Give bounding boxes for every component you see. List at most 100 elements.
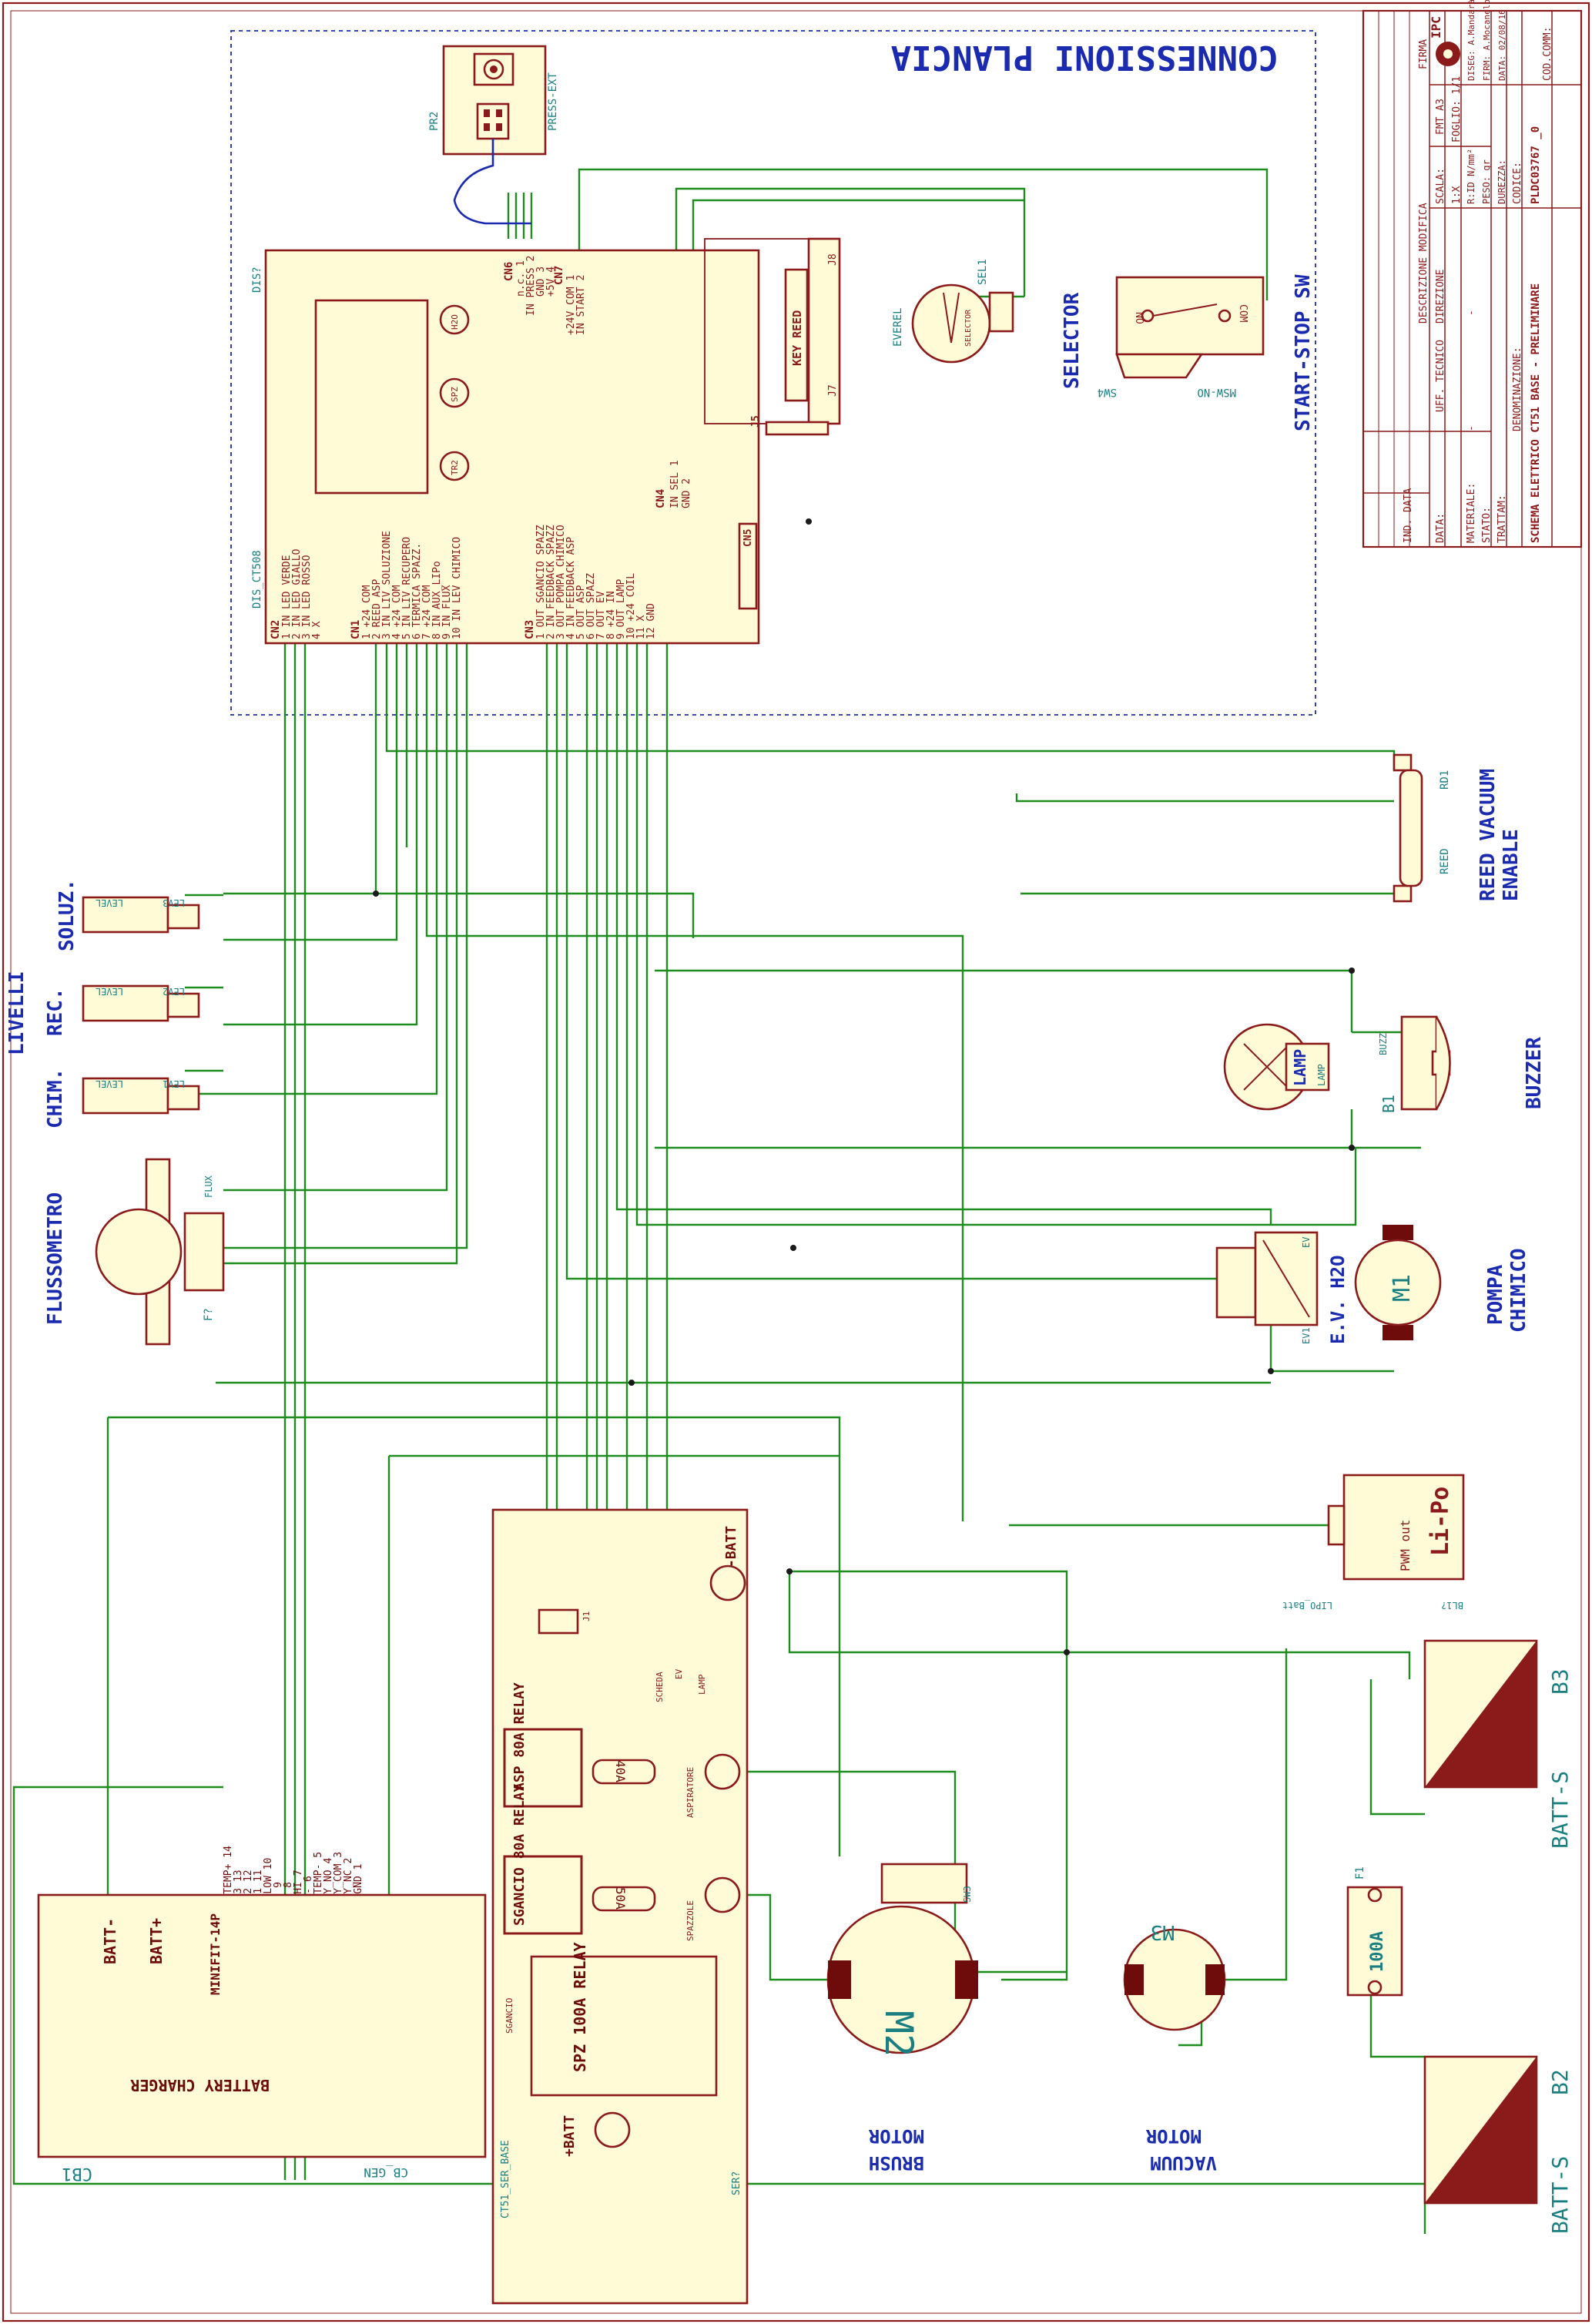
- j8-label: J8: [827, 253, 839, 266]
- msw-no-label: MSW-NO: [1197, 386, 1236, 398]
- cn1-title: CN1: [350, 620, 362, 639]
- tb-trattam: TRATTAM:: [1496, 495, 1508, 543]
- tb-foglio: FOGLIO: 1/1: [1451, 76, 1463, 143]
- tb-codice-val: PLDC03767 _0: [1530, 126, 1542, 204]
- b1-label: B1: [1379, 1095, 1398, 1113]
- cn3-pin: 7 OUT EV: [595, 591, 607, 639]
- lipo-batt-label: LIPO_Batt: [1282, 1600, 1332, 1611]
- tb-stato: STATO:: [1481, 507, 1493, 543]
- level-sensors: LEVEL LEV3 LEVEL LEV2 LEVEL LEV1 SOLUZ. …: [5, 879, 200, 1128]
- battery-b3: BATT-S B3: [1423, 1639, 1573, 1849]
- cn2-pin: 1 IN LED VERDE: [281, 555, 293, 639]
- battery-charger-label: BATTERY CHARGER: [129, 2076, 270, 2094]
- fuse50-label: 50A: [613, 1887, 628, 1910]
- com-label: COM: [1237, 304, 1248, 323]
- lev1-label: LEV1: [163, 1078, 185, 1089]
- brush-label: BRUSH: [869, 2152, 924, 2174]
- batt-s-b3-label: BATT-S: [1547, 1771, 1573, 1849]
- title-block: IND. DATA DESCRIZIONE MODIFICA FIRMA DAT…: [1362, 0, 1583, 548]
- tb-dash1: -: [1466, 425, 1477, 431]
- ev-h2o-label: E.V. H2O: [1327, 1255, 1349, 1344]
- tb-schema: SCHEMA ELETTRICO CT51 BASE - PRELIMINARE: [1530, 283, 1542, 543]
- key-reed-label: KEY REED: [790, 310, 804, 366]
- spz-button: [439, 377, 470, 408]
- cn6-pin4: +5V 4: [545, 267, 557, 297]
- chim-label: CHIM.: [44, 1068, 67, 1128]
- sw3-label: SW3: [962, 1886, 973, 1903]
- tr2-label: TR2: [450, 460, 460, 475]
- cn3-title: CN3: [524, 620, 536, 639]
- tb-ind: IND.: [1403, 519, 1414, 543]
- dis-ct508-label: DIS_CT508: [251, 550, 263, 609]
- cn3-pin: 9 OUT LAMP: [615, 579, 627, 639]
- cn1-pin: 4 +24 COM: [391, 585, 403, 639]
- scheda-label: SCHEDA: [655, 1672, 665, 1702]
- page-title: CONNESSIONI PLANCIA: [891, 38, 1279, 77]
- tb-codcomm: COD.COMM:: [1542, 27, 1553, 81]
- cn1-pin: 10 IN LEV CHIMICO: [451, 537, 463, 639]
- chimico-label: CHIMICO: [1507, 1248, 1530, 1333]
- cn3-pin: 3 OUT POMPA CHIMICO: [555, 525, 567, 639]
- start-stop-label: START-STOP SW: [1292, 274, 1315, 431]
- lamp-ref: LAMP: [1316, 1064, 1327, 1086]
- reed-vacuum: RD1 REED REED VACUUM ENABLE: [1393, 753, 1523, 903]
- j5-label: J5: [750, 415, 762, 428]
- b2-label: B2: [1547, 2069, 1573, 2095]
- minus-batt-label: -BATT: [723, 1526, 739, 1568]
- selector-label: SELECTOR: [1061, 292, 1084, 389]
- flux-label: FLUX: [203, 1175, 214, 1198]
- sgancio-relay-label: SGANCIO 80A RELAY: [511, 1784, 528, 1926]
- flow-meter: FLUX F? FLUSSOMETRO: [44, 1158, 225, 1346]
- tr2-button: [439, 451, 470, 481]
- lamp-buzzer: LAMP LAMP BUZZ B1 BUZZER: [1223, 1015, 1546, 1113]
- soluz-label: SOLUZ.: [55, 879, 79, 951]
- selector-component: SELECTOR SEL1 EVEREL SELECTOR: [892, 259, 1084, 389]
- spazzole-label: SPAZZOLE: [685, 1900, 695, 1941]
- batt-plus-label: BATT+: [147, 1918, 166, 1964]
- vacuum-motor: M3 VACUUM MOTOR: [1123, 1920, 1226, 2174]
- spz-relay-label: SPZ 100A RELAY: [571, 1942, 589, 2072]
- tb-durezza: DUREZZA:: [1496, 159, 1507, 204]
- ev-ref: EV: [1301, 1237, 1312, 1248]
- cn2-pin: 3 IN LED ROSSO: [301, 555, 313, 639]
- m1-motor: [1354, 1239, 1442, 1326]
- buzz-label: BUZZ: [1378, 1033, 1389, 1055]
- fuse-f1: 100A F1: [1346, 1866, 1403, 1997]
- cn6-title: CN6: [503, 262, 515, 281]
- cn6-pin3: GND 3: [535, 267, 547, 297]
- cn3-pin: 1 OUT SGANCIO SPAZZ: [535, 525, 547, 639]
- aspiratore-label: ASPIRATORE: [685, 1767, 695, 1818]
- pwm-label: PWM out: [1398, 1520, 1413, 1571]
- cn1-pin: 3 IN LIV SOLUZIONE: [381, 531, 393, 639]
- tb-data: DATA: [1403, 488, 1414, 512]
- tb-firma2: FIRM: A.Mocanelo: [1482, 0, 1492, 81]
- h2o-label: H2O: [450, 314, 460, 330]
- wires: [12, 168, 1426, 2234]
- tb-disegno: DISEG: A.Mandarà: [1466, 0, 1476, 81]
- everel-label: EVEREL: [892, 307, 904, 347]
- reed-label: REED: [1439, 848, 1451, 874]
- cn3-pin: 6 OUT SPAZZ: [585, 573, 597, 639]
- m1-label: M1: [1389, 1274, 1416, 1302]
- h2o-button: [439, 304, 470, 335]
- cn1-pin: 8 IN AUX_LIPo: [431, 561, 443, 639]
- rec-label: REC.: [44, 988, 67, 1036]
- cn4-pin2: GND 2: [681, 478, 692, 508]
- base-board: ASP 80A RELAY SGANCIO 80A RELAY SPZ 100A…: [491, 1508, 749, 2305]
- cn3-pin: 5 OUT ASP: [575, 585, 587, 639]
- dis-ref: DIS?: [251, 267, 263, 293]
- cn2-title: CN2: [270, 620, 282, 639]
- tb-dash2: -: [1466, 310, 1477, 316]
- reed-vacuum-label: REED VACUUM: [1476, 769, 1500, 901]
- tb-data3: DATA: 02/08/16: [1497, 9, 1507, 81]
- cn2-pin: 4 X: [311, 621, 323, 639]
- cn3-pin: 12 GND: [645, 603, 657, 639]
- tb-scala: SCALA:: [1435, 168, 1446, 204]
- b3-label: B3: [1547, 1668, 1573, 1695]
- start-stop-switch: NO COM SW4 MSW-NO START-STOP SW: [1098, 274, 1315, 431]
- ct51-label: CT51_SER_BASE: [500, 2140, 511, 2218]
- cn3-pin: 2 IN FEEDBACK SPAZZ: [545, 525, 557, 639]
- selector-small-label: SELECTOR: [964, 309, 973, 347]
- cn5-title: CN5: [742, 529, 754, 547]
